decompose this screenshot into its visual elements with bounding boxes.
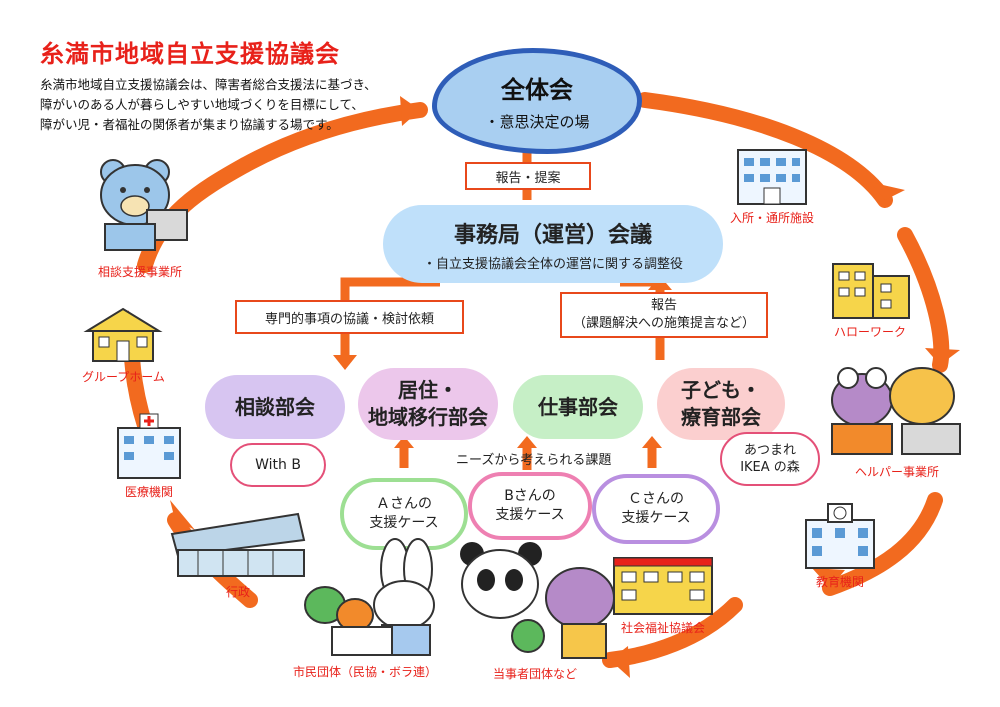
case-c-line-2: 支援ケース bbox=[621, 510, 691, 526]
case-a-line-1: Ａさんの bbox=[376, 496, 432, 512]
ikea-line-1: あつまれ bbox=[743, 443, 796, 458]
node-consultation-office: 相談支援事業所 bbox=[85, 150, 195, 280]
case-c-line-1: Ｃさんの bbox=[628, 491, 684, 507]
node-government-label: 行政 bbox=[225, 585, 250, 599]
secretariat-sub: ・自立支援協議会全体の運営に関する調整役 bbox=[422, 256, 683, 272]
description-line-2: 障がいのある人が暮らしやすい地域づくりを目標にして、 bbox=[40, 97, 364, 112]
needs-issue-label: ニーズから考えられる課題 bbox=[456, 453, 612, 468]
work-subcommittee: 仕事部会 bbox=[513, 375, 643, 439]
housing-line-1: 居住・ bbox=[398, 378, 458, 402]
report-policy-line-2: （課題解決への施策提言など） bbox=[572, 316, 755, 331]
children-subcommittee: 子ども・療育部会 bbox=[657, 368, 785, 440]
with-b-cloud: With B bbox=[230, 443, 326, 487]
secretariat-title: 事務局（運営）会議 bbox=[453, 222, 652, 248]
description-line-3: 障がい児・者福祉の関係者が集まり協議する場です。 bbox=[40, 117, 339, 132]
node-facility-label: 入所・通所施設 bbox=[730, 211, 815, 225]
node-education: 教育機関 bbox=[800, 500, 880, 590]
node-citizen-groups: 市民団体（民協・ボラ連） bbox=[290, 535, 440, 680]
citizen-characters-icon bbox=[304, 538, 435, 656]
consultation-subcommittee: 相談部会 bbox=[205, 375, 345, 439]
case-b-line-2: 支援ケース bbox=[495, 507, 565, 523]
ikea-line-2: IKEA の森 bbox=[740, 460, 800, 475]
node-social-welfare-label: 社会福祉協議会 bbox=[620, 621, 705, 635]
school-icon bbox=[805, 503, 875, 569]
facility-building-icon bbox=[737, 149, 807, 205]
case-b-line-1: Bさんの bbox=[504, 488, 556, 504]
case-a: Ａさんの支援ケース bbox=[340, 478, 468, 550]
children-line-1: 子ども・ bbox=[681, 378, 761, 402]
general-meeting-node: 全体会 ・意思決定の場 bbox=[432, 48, 642, 154]
description-line-1: 糸満市地域自立支援協議会は、障害者総合支援法に基づき、 bbox=[40, 77, 377, 92]
general-meeting-title: 全体会 bbox=[501, 76, 573, 104]
node-group-home: グループホーム bbox=[82, 305, 165, 385]
node-medical: 医療機関 bbox=[110, 410, 188, 500]
welfare-building-icon bbox=[613, 557, 713, 615]
case-a-line-2: 支援ケース bbox=[369, 515, 439, 531]
general-meeting-sub: ・意思決定の場 bbox=[484, 113, 590, 131]
node-hello-work: ハローワーク bbox=[825, 258, 915, 340]
node-education-label: 教育機関 bbox=[815, 575, 864, 589]
node-facility: 入所・通所施設 bbox=[730, 140, 814, 226]
frog-dog-icon bbox=[831, 367, 961, 455]
page-title: 糸満市地域自立支援協議会 bbox=[40, 40, 340, 68]
node-consultation-office-label: 相談支援事業所 bbox=[97, 265, 182, 279]
ikea-forest-cloud: あつまれ IKEA の森 bbox=[720, 432, 820, 486]
node-hello-work-label: ハローワーク bbox=[833, 325, 906, 339]
node-helper-office-label: ヘルパー事業所 bbox=[854, 465, 939, 479]
case-b: Bさんの支援ケース bbox=[468, 472, 592, 540]
panda-elephant-icon bbox=[460, 542, 615, 659]
node-party-groups: 当事者団体など bbox=[450, 540, 620, 682]
hospital-icon bbox=[117, 413, 181, 479]
node-citizen-groups-label: 市民団体（民協・ボラ連） bbox=[292, 665, 437, 679]
report-policy-line-1: 報告 bbox=[650, 298, 677, 313]
specialist-request-label: 専門的事項の協議・検討依頼 bbox=[235, 300, 464, 334]
bear-at-desk-icon bbox=[100, 159, 188, 251]
node-party-groups-label: 当事者団体など bbox=[492, 667, 577, 681]
node-social-welfare: 社会福祉協議会 bbox=[608, 550, 718, 636]
node-group-home-label: グループホーム bbox=[82, 370, 165, 384]
children-line-2: 療育部会 bbox=[681, 405, 761, 429]
government-building-icon bbox=[170, 512, 306, 577]
node-government: 行政 bbox=[168, 510, 308, 600]
node-helper-office: ヘルパー事業所 bbox=[822, 360, 972, 480]
house-icon bbox=[83, 307, 164, 362]
housing-subcommittee: 居住・地域移行部会 bbox=[358, 368, 498, 440]
office-building-icon bbox=[832, 263, 910, 319]
node-medical-label: 医療機関 bbox=[124, 485, 173, 499]
case-c: Ｃさんの支援ケース bbox=[592, 474, 720, 544]
housing-line-2: 地域移行部会 bbox=[368, 405, 488, 429]
secretariat-meeting-node: 事務局（運営）会議 ・自立支援協議会全体の運営に関する調整役 bbox=[383, 205, 723, 283]
report-policy-label: 報告 （課題解決への施策提言など） bbox=[560, 292, 768, 338]
report-proposal-label: 報告・提案 bbox=[465, 162, 591, 190]
